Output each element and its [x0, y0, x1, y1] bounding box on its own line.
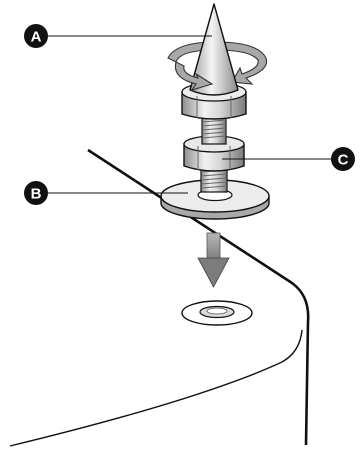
mounting-hole [181, 300, 253, 326]
callout-a-label: A [31, 29, 42, 46]
surface-edge-line [87, 148, 310, 446]
callout-a: A [24, 24, 48, 48]
spike-cone [189, 3, 239, 96]
surface-front-curve [9, 329, 303, 447]
rotate-arrow-front [174, 61, 214, 91]
callout-c-label: C [338, 152, 349, 169]
callout-b-label: B [31, 186, 42, 203]
down-arrow-icon [197, 232, 230, 288]
callout-c: C [331, 147, 355, 171]
callout-b: B [24, 181, 48, 205]
